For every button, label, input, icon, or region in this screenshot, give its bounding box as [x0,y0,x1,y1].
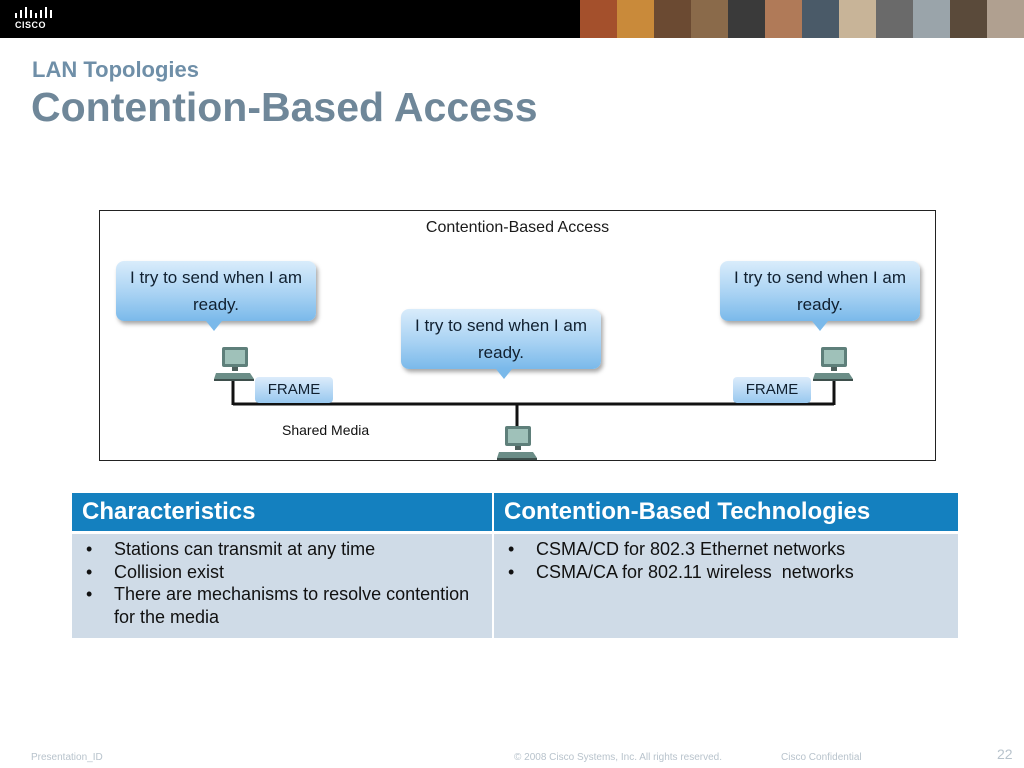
computer-icon [497,426,537,460]
frame-label-left: FRAME [255,377,333,403]
header-photo-tile [913,0,950,38]
header-photo-tile [728,0,765,38]
cisco-logo: CISCO [12,5,58,33]
list-item: Stations can transmit at any time [86,538,482,561]
table-header-characteristics: Characteristics [72,493,494,533]
slide-title: Contention-Based Access [31,84,538,130]
technologies-cell: CSMA/CD for 802.3 Ethernet networks CSMA… [493,531,958,638]
footer-copyright: © 2008 Cisco Systems, Inc. All rights re… [514,752,723,763]
diagram-title: Contention-Based Access [425,219,610,236]
speech-bubble-center: I try to send when I am ready. [401,309,601,379]
header-photo-tile [617,0,654,38]
header-photo-tile [765,0,802,38]
bubble-line-1: I try to send when I am [415,316,587,335]
header-photo-tile [950,0,987,38]
table-header-row: Characteristics Contention-Based Technol… [72,493,958,533]
bubble-line-1: I try to send when I am [734,268,906,287]
header-photo-tile [839,0,876,38]
frame-label-right: FRAME [733,377,811,403]
bubble-line-2: ready. [478,343,524,362]
speech-bubble-left: I try to send when I am ready. [116,261,316,331]
header-photo-tile [876,0,913,38]
speech-bubble-right: I try to send when I am ready. [720,261,920,331]
list-item: CSMA/CA for 802.11 wireless networks [508,561,948,584]
bubble-tail [496,369,512,379]
header-photo-tile [654,0,691,38]
contention-diagram: Contention-Based Access I try to send wh… [99,210,936,461]
page-number: 22 [997,746,1013,762]
cisco-wordmark: CISCO [15,20,47,30]
computer-icon [813,347,853,381]
header-photo-tile [691,0,728,38]
bubble-line-2: ready. [193,295,239,314]
bubble-tail [206,321,222,331]
header-bar: CISCO [0,0,1024,38]
slide-subtitle: LAN Topologies [32,57,200,82]
header-photo-tile [802,0,839,38]
cisco-bars-icon [15,7,52,18]
bubble-tail [812,321,828,331]
list-item: There are mechanisms to resolve contenti… [86,583,482,628]
characteristics-table: Characteristics Contention-Based Technol… [72,493,958,638]
header-photo-strip [580,0,1024,38]
technologies-list: CSMA/CD for 802.3 Ethernet networks CSMA… [504,538,948,583]
computer-icon [214,347,254,381]
list-item: Collision exist [86,561,482,584]
header-photo-tile [580,0,617,38]
bubble-line-2: ready. [797,295,843,314]
table-header-technologies: Contention-Based Technologies [493,493,958,533]
shared-media-label: Shared Media [282,422,370,438]
characteristics-list: Stations can transmit at any time Collis… [82,538,482,628]
footer-presentation-id: Presentation_ID [31,752,103,763]
list-item: CSMA/CD for 802.3 Ethernet networks [508,538,948,561]
header-photo-tile [987,0,1024,38]
bubble-line-1: I try to send when I am [130,268,302,287]
footer-confidential: Cisco Confidential [781,752,862,763]
characteristics-cell: Stations can transmit at any time Collis… [72,531,494,638]
table-row: Stations can transmit at any time Collis… [72,531,958,638]
